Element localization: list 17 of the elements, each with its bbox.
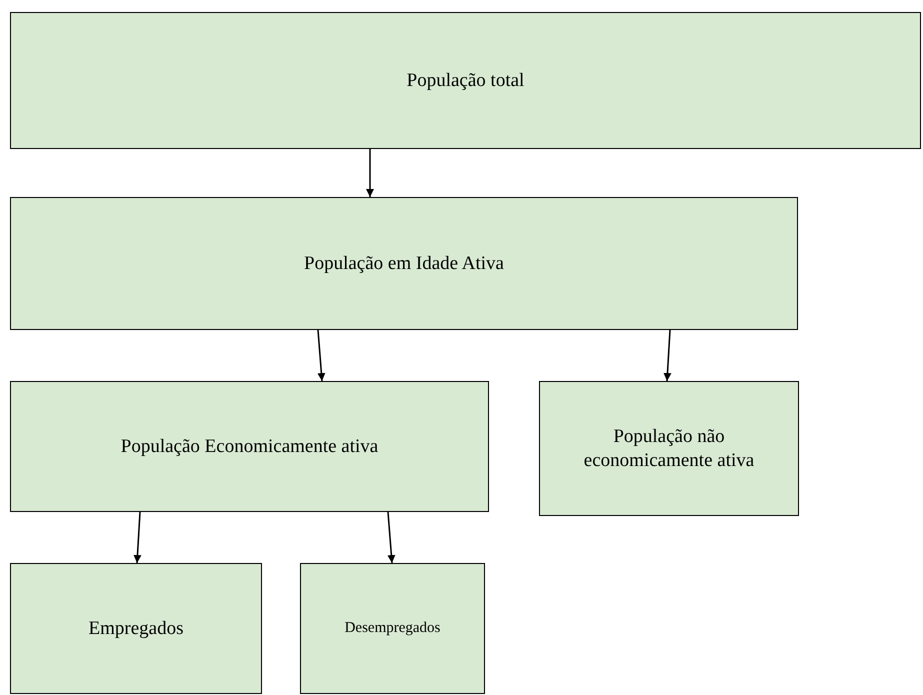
arrow bbox=[317, 330, 326, 382]
box-label: População não economicamente ativa bbox=[582, 424, 756, 472]
box-label: População total bbox=[406, 68, 524, 92]
process-box bbox=[10, 12, 921, 149]
arrow bbox=[663, 330, 672, 382]
box-label: Desempregados bbox=[344, 619, 440, 638]
process-box bbox=[539, 381, 799, 516]
box-label: Empregados bbox=[88, 616, 184, 640]
process-box bbox=[300, 563, 485, 694]
box-label: População Economicamente ativa bbox=[120, 434, 378, 458]
process-box bbox=[10, 563, 262, 694]
process-box bbox=[10, 381, 489, 512]
box-label: População em Idade Ativa bbox=[304, 252, 504, 276]
arrow bbox=[387, 512, 396, 564]
arrow bbox=[366, 149, 374, 197]
arrow bbox=[133, 512, 142, 564]
process-box bbox=[10, 197, 798, 330]
